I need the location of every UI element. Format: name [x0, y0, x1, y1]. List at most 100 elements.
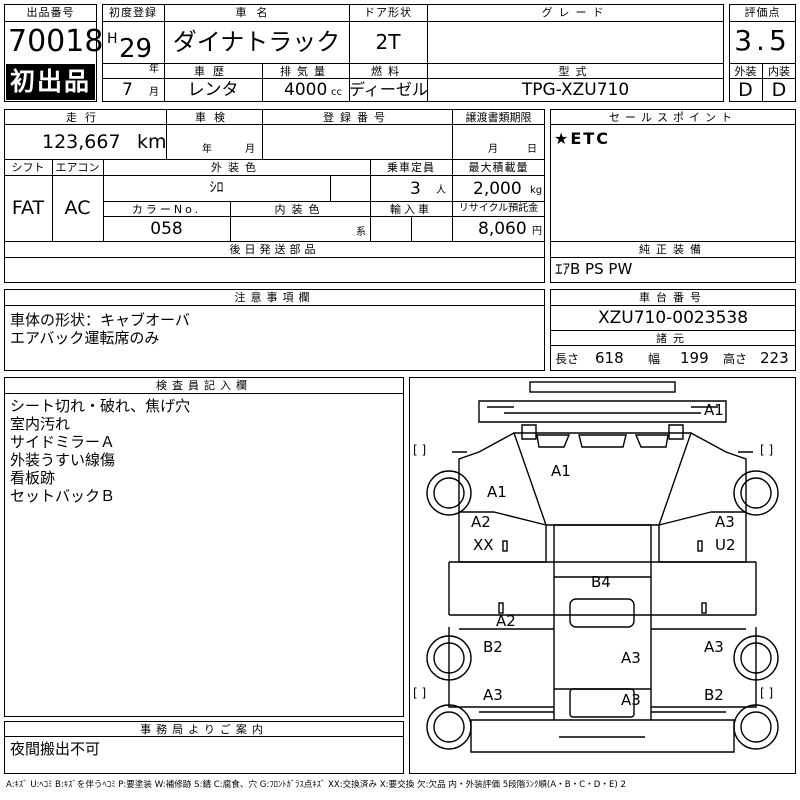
code-left-rear-fender: B2: [483, 638, 503, 656]
color-no-value: 058: [150, 219, 183, 239]
grade-label: グレード: [541, 6, 610, 19]
capacity-value: 3: [410, 179, 421, 199]
code-rear-center: A3: [621, 691, 641, 709]
sales-points-label: セールスポイント: [609, 111, 737, 124]
later-parts-label: 後日発送部品: [229, 243, 320, 256]
notes-label: 注意事項欄: [234, 291, 315, 304]
sales-points-box: [550, 109, 796, 283]
office-box: [4, 721, 404, 774]
int-grade: D: [771, 79, 787, 101]
inspector-line-4: 外装うすい線傷: [10, 451, 116, 469]
office-label: 事務局よりご案内: [140, 723, 268, 736]
legend-text: A:ｷｽﾞ U:ﾍｺﾐ B:ｷｽﾞを伴うﾍｺﾐ P:要塗装 W:補修跡 S:錆 …: [6, 780, 626, 790]
inspector-line-2: 室内汚れ: [10, 415, 71, 433]
inspector-line-1: シート切れ・破れ、焦げ穴: [10, 397, 191, 415]
mileage-label: 走行: [66, 111, 104, 124]
reg-month-unit: 月: [149, 87, 159, 98]
width-value: 199: [680, 349, 709, 367]
notes-line-2: エアバック運転席のみ: [10, 329, 160, 347]
inspector-line-5: 看板跡: [10, 469, 56, 487]
recycle-label: リサイクル預託金: [458, 203, 539, 214]
lot-number-box: [4, 4, 97, 102]
max-load-unit: kg: [530, 185, 543, 196]
history-value: レンタ: [187, 80, 239, 100]
code-windshield: A1: [551, 462, 571, 480]
length-label: 長さ: [555, 352, 580, 366]
reg-label: 初度登録: [109, 6, 157, 19]
ext-grade-label: 外装: [734, 65, 757, 78]
equipment-text: ｴｱB PS PW: [555, 260, 633, 278]
capacity-label: 乗車定員: [387, 161, 435, 174]
inspection-label: 車検: [195, 111, 233, 124]
notes-box: [4, 289, 545, 371]
lot-number-label: 出品番号: [26, 6, 75, 19]
damage-diagram-box: [409, 377, 796, 774]
first-listing-badge: 初出品: [6, 64, 95, 100]
transfer-label: 譲渡書類期限: [465, 111, 532, 124]
specs-box: [4, 109, 545, 283]
inspector-box: [4, 377, 404, 717]
fuel-label: 燃料: [371, 65, 405, 78]
ac-label: エアコン: [55, 161, 100, 174]
ext-grade: D: [738, 79, 753, 101]
recycle-unit: 円: [532, 226, 542, 237]
displacement-label: 排気量: [280, 65, 331, 78]
code-bed-front: B4: [591, 573, 611, 591]
color-no-label: カラーNo.: [131, 203, 202, 216]
transfer-month-unit: 月: [488, 144, 498, 155]
model-value: TPG-XZU710: [521, 80, 630, 100]
width-label: 幅: [648, 352, 661, 366]
mileage-value: 123,667: [42, 131, 121, 153]
reg-year: 29: [119, 34, 153, 64]
ext-color-label: 外装色: [211, 161, 262, 174]
reg-no-label: 登録番号: [323, 111, 391, 124]
score-value: 3.5: [734, 24, 791, 57]
door-label: ドア形状: [364, 6, 412, 19]
reg-year-unit: 年: [149, 64, 159, 75]
history-label: 車歴: [194, 65, 232, 78]
inspector-label: 検査員記入欄: [156, 379, 252, 392]
reg-month: 7: [122, 80, 133, 100]
ext-color-value: ｼﾛ: [209, 180, 224, 196]
header-main-box: [102, 4, 724, 102]
max-load-label: 最大積載量: [468, 161, 529, 174]
inspector-line-3: サイドミラーＡ: [10, 433, 116, 451]
bracket-left-lower: [ ]: [413, 686, 427, 700]
truck-outline-diagram: [426, 381, 779, 753]
length-value: 618: [595, 349, 624, 367]
bracket-right-upper: [ ]: [760, 443, 774, 457]
door-type: 2T: [375, 30, 401, 54]
int-color-label: 内装色: [274, 203, 326, 216]
code-right-rear-fender: A3: [704, 638, 724, 656]
model-label: 型式: [558, 65, 593, 78]
insp-month-unit: 月: [245, 144, 255, 155]
max-load-value: 2,000: [473, 179, 522, 199]
office-text: 夜間搬出不可: [10, 740, 101, 758]
code-left-door: A2: [471, 513, 491, 531]
mileage-unit: km: [137, 131, 167, 153]
ac-value: AC: [64, 197, 91, 219]
insp-year-unit: 年: [202, 144, 212, 155]
bracket-left-upper: [ ]: [413, 443, 427, 457]
shift-value: FAT: [11, 197, 45, 219]
code-right-rear-body: B2: [704, 686, 724, 704]
car-name-label: 車名: [235, 6, 278, 19]
fuel-value: ディーゼル: [349, 80, 428, 99]
lot-number: 70018: [8, 24, 104, 59]
int-color-unit: 系: [356, 227, 366, 238]
notes-line-1: 車体の形状：キャブオーバ: [10, 311, 190, 329]
capacity-unit: 人: [436, 185, 446, 196]
code-bed-rear-center: A3: [621, 649, 641, 667]
inspector-line-6: セットバックＢ: [10, 487, 116, 505]
code-right-door: A3: [715, 513, 735, 531]
recycle-value: 8,060: [478, 219, 527, 239]
code-right-door-sub: U2: [715, 536, 736, 554]
code-left-door-sub: XX: [473, 536, 494, 554]
chassis-label: 車台番号: [639, 291, 707, 304]
int-grade-label: 内装: [768, 65, 790, 78]
car-name: ダイナトラック: [172, 28, 341, 56]
shift-label: シフト: [11, 161, 45, 174]
displacement-value: 4000: [284, 80, 328, 100]
reg-era: H: [107, 31, 118, 47]
code-left-rear-body: A3: [483, 686, 503, 704]
